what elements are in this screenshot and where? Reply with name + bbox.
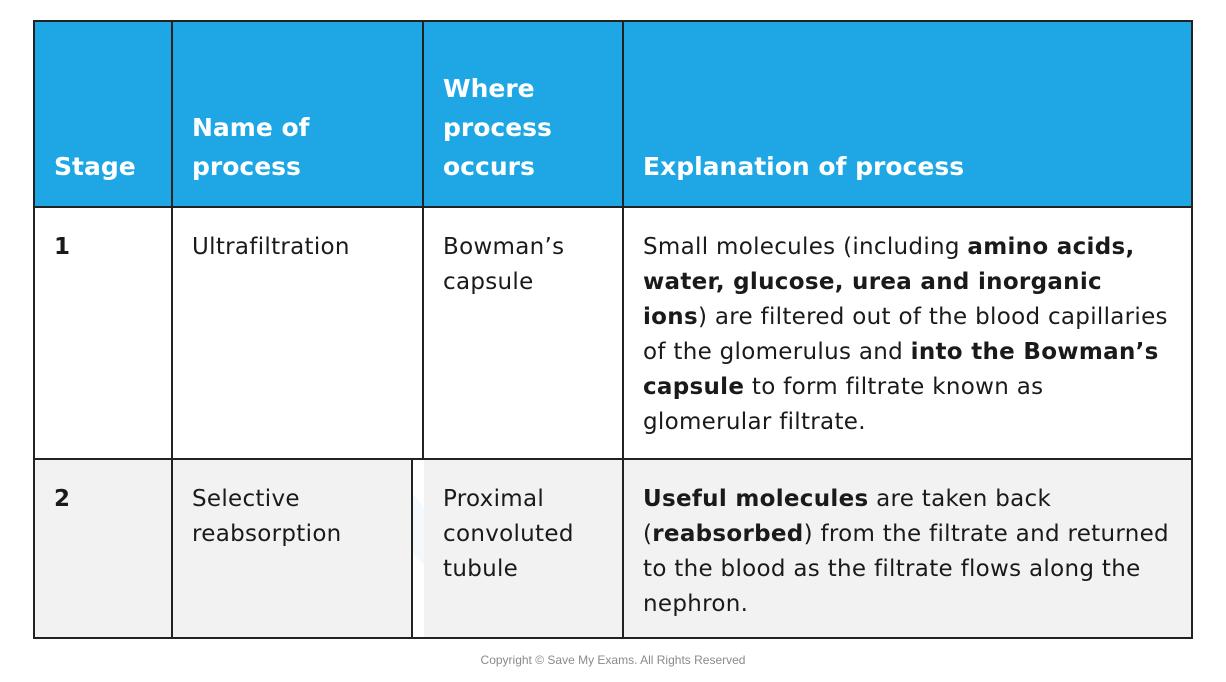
row2-location: Proximal convoluted tubule	[424, 460, 624, 637]
header-name-of-process: Name of process	[173, 22, 424, 208]
explanation-bold-text: Useful molecules	[643, 486, 869, 512]
row2-explanation: Useful molecules are taken back (reabsor…	[624, 460, 1191, 637]
row2-name: Selective reabsorption	[173, 460, 413, 637]
explanation-text: are taken back (	[643, 486, 1052, 547]
process-table: Stage Name of process Where process occu…	[33, 20, 1193, 639]
header-explanation: Explanation of process	[624, 22, 1191, 208]
header-stage: Stage	[35, 22, 173, 208]
row1-location: Bowman’s capsule	[424, 208, 624, 460]
explanation-bold-text: reabsorbed	[652, 521, 804, 547]
explanation-bold-text: amino acids, water, glucose, urea and in…	[643, 234, 1135, 330]
header-where-process-occurs: Where process occurs	[424, 22, 624, 208]
row1-name: Ultrafiltration	[173, 208, 424, 460]
explanation-text: ) are filtered out of the blood capillar…	[643, 304, 1168, 365]
row2-stage: 2	[35, 460, 173, 637]
explanation-text: Small molecules (including	[643, 234, 968, 260]
explanation-text: ) from the filtrate and returned to the …	[643, 521, 1169, 617]
explanation-text: to form filtrate known as glomerular fil…	[643, 374, 1044, 435]
explanation-bold-text: into the Bowman’s capsule	[643, 339, 1159, 400]
row1-stage: 1	[35, 208, 173, 460]
copyright-notice: Copyright © Save My Exams. All Rights Re…	[480, 653, 746, 667]
row1-explanation: Small molecules (including amino acids, …	[624, 208, 1191, 460]
